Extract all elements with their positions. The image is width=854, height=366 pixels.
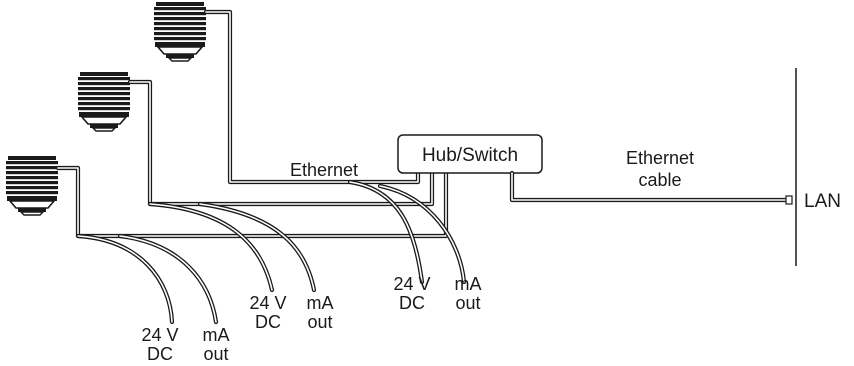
sensor-icon-2 — [77, 71, 131, 132]
ma-label-line1: mA — [203, 325, 230, 345]
hub-switch-label: Hub/Switch — [422, 145, 518, 166]
ma-label-line2: out — [307, 312, 332, 332]
dc-label-line2: DC — [399, 293, 425, 313]
ethernet-cable-label-line2: cable — [638, 170, 681, 190]
power-group-2: 24 V DC mA out — [249, 293, 333, 332]
power-group-3: 24 V DC mA out — [141, 325, 229, 364]
dc-label-line2: DC — [147, 344, 173, 364]
ma-label-line1: mA — [455, 274, 482, 294]
sensor-icon-3 — [5, 155, 59, 216]
ma-label-line1: mA — [307, 293, 334, 313]
dc-label-line1: 24 V — [141, 325, 178, 345]
ethernet-cable-to-lan — [509, 170, 793, 205]
ethernet-wire-1 — [203, 9, 421, 185]
dc-label-line2: DC — [255, 312, 281, 332]
dc-label-line1: 24 V — [249, 293, 286, 313]
power-wires-3 — [75, 233, 219, 325]
power-group-hub: 24 V DC mA out — [393, 274, 481, 313]
ma-label-line2: out — [455, 293, 480, 313]
ethernet-cable-label-line1: Ethernet — [626, 148, 694, 168]
hub-switch-box: Hub/Switch — [397, 134, 543, 174]
sensor-icon-1 — [153, 1, 207, 62]
power-wires-2 — [147, 201, 317, 293]
ethernet-label: Ethernet — [290, 160, 358, 180]
hub-power-wires — [347, 179, 467, 285]
ma-label-line2: out — [203, 344, 228, 364]
lan-label: LAN — [804, 191, 841, 212]
dc-label-line1: 24 V — [393, 274, 430, 294]
